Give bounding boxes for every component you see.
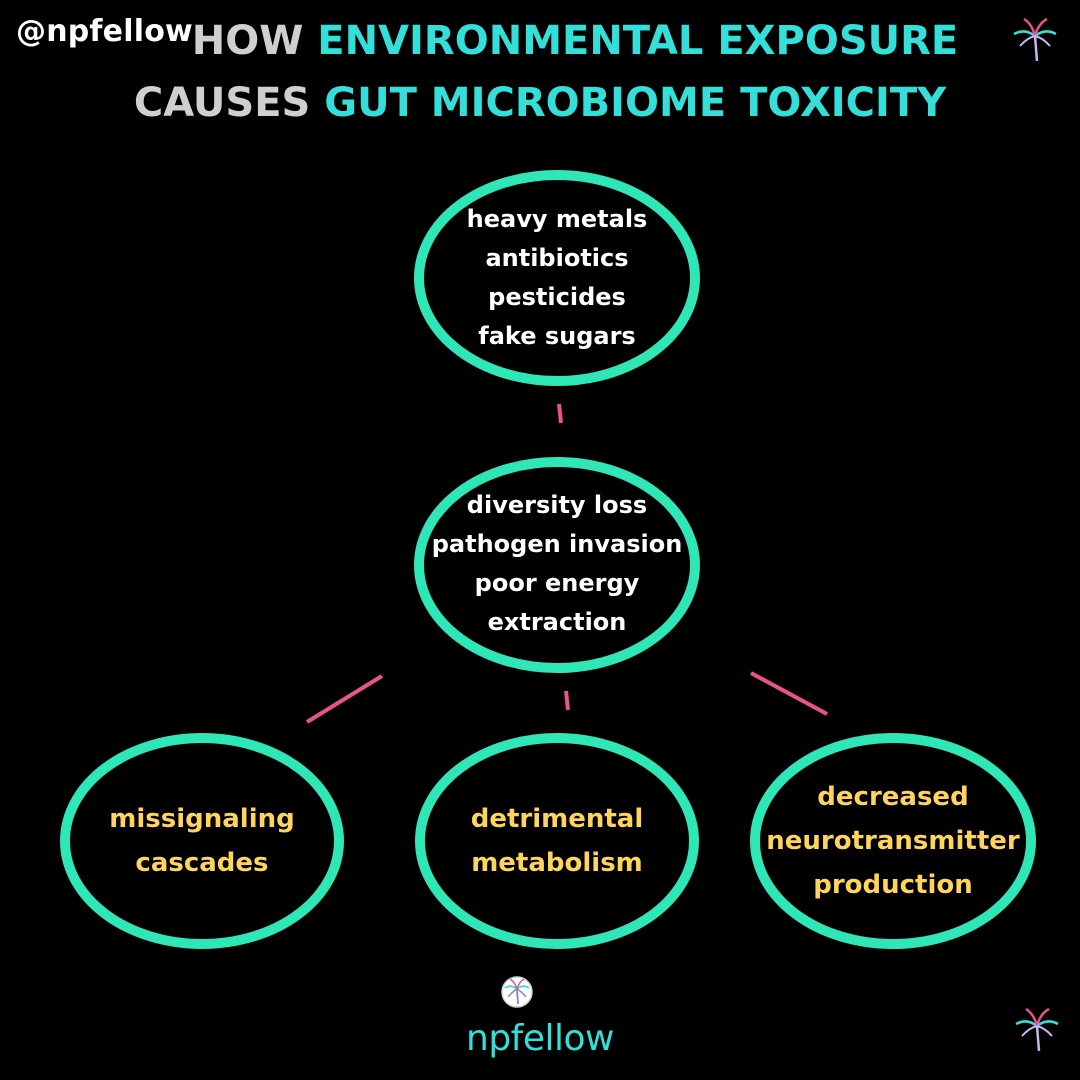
outcome-left-node: missignaling cascades <box>65 738 339 944</box>
exposure-item: antibiotics <box>485 244 629 272</box>
outcome-middle-line: detrimental <box>470 804 644 834</box>
connector-right <box>750 671 828 716</box>
exposure-item: fake sugars <box>478 322 636 350</box>
effects-ellipse <box>414 457 700 673</box>
effects-node: diversity loss pathogen invasion poor en… <box>419 466 695 662</box>
outcome-middle-line: metabolism <box>471 848 643 878</box>
brand-wordmark: npfellow <box>466 1018 614 1059</box>
title-line-2-prefix: CAUSES <box>133 80 325 126</box>
outcome-middle-ellipse <box>415 733 699 949</box>
account-handle: @npfellow <box>16 14 193 49</box>
outcome-right-line: neurotransmitter <box>766 826 1020 856</box>
title-line-1: HOW ENVIRONMENTAL EXPOSURE <box>0 18 1080 64</box>
connector-middle <box>564 690 570 711</box>
effect-item: poor energy <box>474 569 640 597</box>
effect-item: extraction <box>487 608 627 636</box>
outcome-left-ellipse <box>60 733 344 949</box>
outcome-right-ellipse <box>750 733 1036 949</box>
palm-tree-icon <box>1013 17 1057 62</box>
outcome-left-line: missignaling <box>109 804 295 834</box>
title-line-1-prefix: HOW <box>191 18 318 64</box>
effect-item: pathogen invasion <box>431 530 683 558</box>
title-line-2-highlight: GUT MICROBIOME TOXICITY <box>324 80 947 126</box>
effect-item: diversity loss <box>466 491 648 519</box>
outcome-right-line: production <box>813 870 973 900</box>
title-line-2: CAUSES GUT MICROBIOME TOXICITY <box>0 80 1080 126</box>
connector-top <box>557 403 563 424</box>
exposures-ellipse <box>414 170 700 386</box>
outcome-middle-node: detrimental metabolism <box>420 738 694 944</box>
palm-tree-icon <box>1015 1007 1059 1052</box>
title-line-1-highlight: ENVIRONMENTAL EXPOSURE <box>317 18 959 64</box>
outcome-right-node: decreased neurotransmitter production <box>755 738 1031 944</box>
exposures-node: heavy metals antibiotics pesticides fake… <box>419 175 695 381</box>
palm-tree-badge-icon <box>501 976 533 1008</box>
outcome-right-line: decreased <box>817 782 969 812</box>
exposure-item: heavy metals <box>466 205 648 233</box>
exposure-item: pesticides <box>488 283 626 311</box>
connector-left <box>305 674 384 724</box>
outcome-left-line: cascades <box>135 848 269 878</box>
